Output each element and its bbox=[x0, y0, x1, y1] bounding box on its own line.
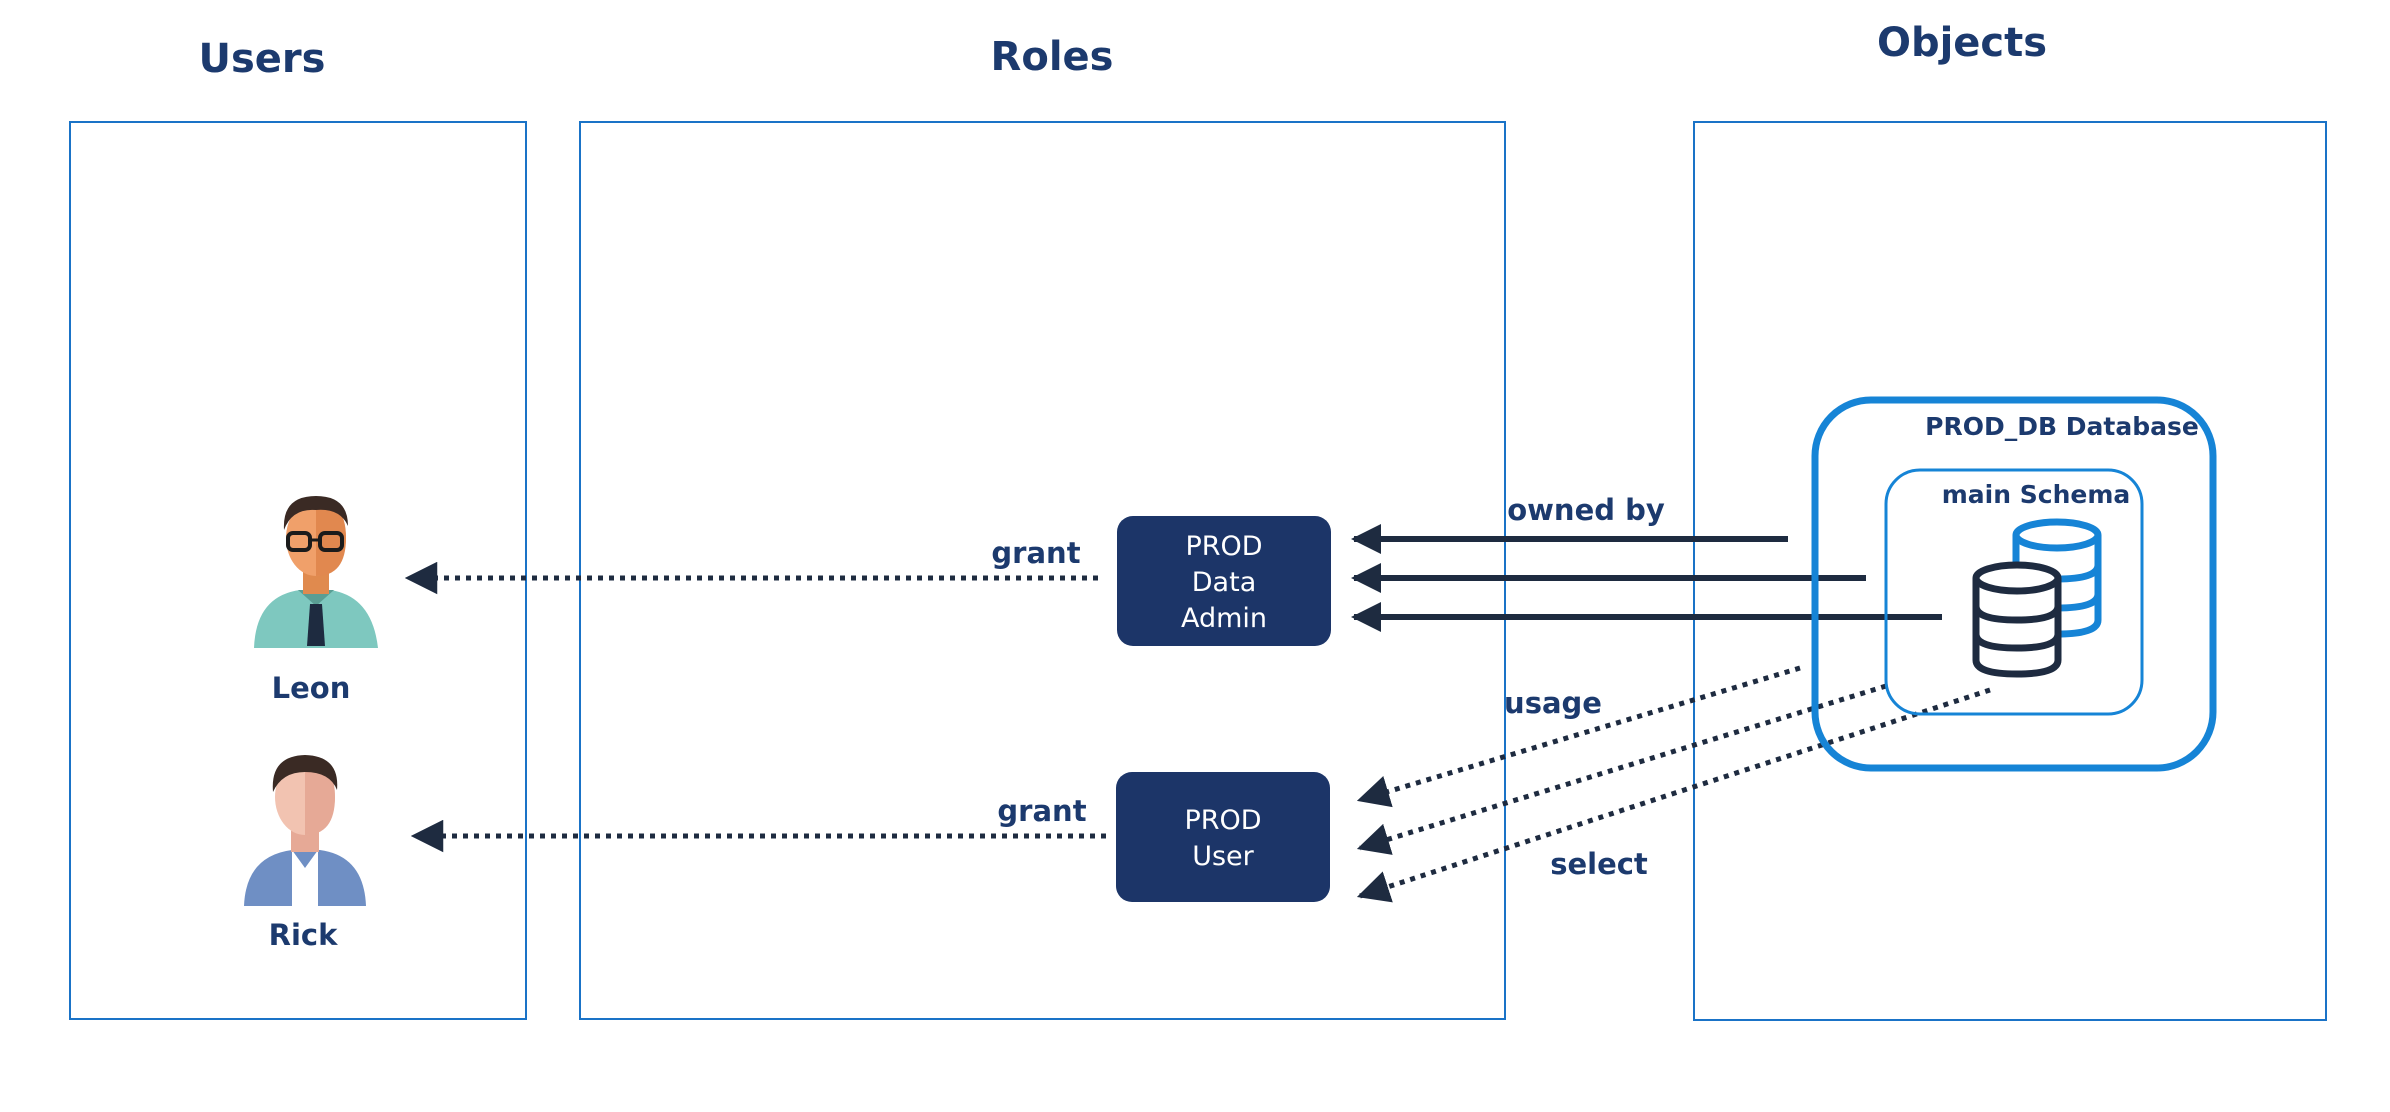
role-admin-line-1: PROD bbox=[1185, 531, 1262, 562]
grant-label-user: grant bbox=[997, 794, 1086, 828]
user-leon-label: Leon bbox=[272, 671, 351, 705]
roles-panel bbox=[579, 121, 1506, 1020]
usage-arrow-schema bbox=[1356, 683, 1887, 855]
usage-label: usage bbox=[1504, 686, 1602, 720]
objects-panel bbox=[1693, 121, 2327, 1021]
users-column-title: Users bbox=[199, 36, 326, 82]
roles-column-title: Roles bbox=[991, 34, 1114, 80]
role-prod-user[interactable]: PROD User bbox=[1116, 772, 1330, 902]
role-user-line-2: User bbox=[1192, 841, 1254, 872]
owned-by-label: owned by bbox=[1507, 493, 1665, 527]
users-panel bbox=[69, 121, 527, 1020]
database-label: PROD_DB Database bbox=[1925, 412, 2199, 441]
database-stack-icon-dark bbox=[1972, 561, 2062, 678]
select-arrow-table bbox=[1356, 687, 1991, 903]
objects-column-title: Objects bbox=[1877, 20, 2047, 66]
schema-label: main Schema bbox=[1942, 480, 2131, 509]
prod-db-database[interactable]: PROD_DB Database bbox=[1811, 396, 2217, 772]
main-schema[interactable]: main Schema bbox=[1884, 468, 2144, 716]
leon-avatar-icon bbox=[254, 496, 378, 648]
user-rick-label: Rick bbox=[269, 918, 338, 952]
role-prod-data-admin[interactable]: PROD Data Admin bbox=[1117, 516, 1331, 646]
role-admin-line-3: Admin bbox=[1181, 603, 1267, 634]
rick-avatar-icon bbox=[244, 755, 366, 906]
role-admin-line-2: Data bbox=[1192, 567, 1256, 598]
select-label: select bbox=[1550, 847, 1648, 881]
role-user-line-1: PROD bbox=[1184, 805, 1261, 836]
grant-label-admin: grant bbox=[991, 536, 1080, 570]
